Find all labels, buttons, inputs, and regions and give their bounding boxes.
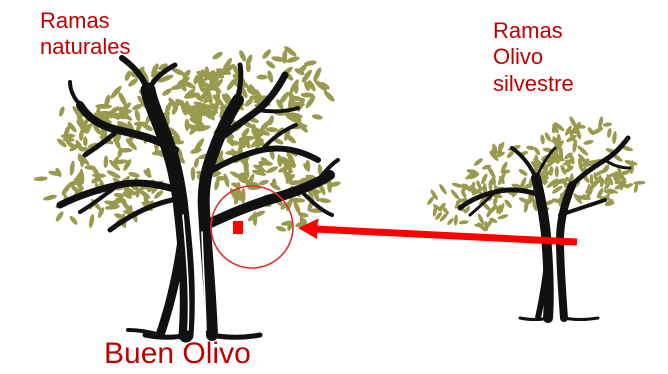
leaf [311,113,323,120]
leaf [265,165,279,175]
leaf [318,197,332,204]
leaf [34,176,48,182]
natural-branches-line-2: naturales [40,34,131,60]
leaf [583,139,594,146]
leaf [238,49,248,62]
wild-olive-branches-label: Ramas Olivo silvestre [493,18,574,97]
leaf [450,188,461,200]
leaf [69,160,76,176]
leaf [459,220,469,225]
leaf [54,210,65,222]
leaf [540,134,546,144]
leaf [487,166,497,179]
leaf [606,128,612,139]
leaf [83,136,88,146]
leaf [58,106,66,118]
leaf [134,109,142,122]
leaf [503,198,513,209]
leaf [603,122,612,127]
olive-tree-icon [34,45,342,338]
leaf [454,214,459,226]
natural-branches-label: Ramas naturales [40,8,131,61]
wild-branches-line-2: Olivo [493,44,574,70]
leaf [211,50,224,60]
leaf [473,157,484,167]
good-olive-label: Buen Olivo [104,336,251,372]
leaf [312,66,323,82]
leaf [275,225,286,232]
leaf [590,174,594,185]
leaf [123,191,138,196]
wild-branches-line-1: Ramas [493,18,574,44]
leaf [190,167,195,181]
leaf [68,215,78,226]
leaf [633,184,639,194]
leaf [518,168,529,177]
leaf [285,55,300,64]
wild-branches-line-3: silvestre [493,71,574,97]
leaf [88,214,95,229]
wild-olive-tree-icon [426,115,646,319]
leaf [43,194,58,202]
leaf [438,183,448,195]
graft-point-marker [233,221,243,234]
graft-arrow-icon [298,219,577,242]
leaf [446,217,455,226]
leaf [526,145,536,151]
leaf [277,154,283,167]
leaf [258,179,269,186]
leaf [261,48,273,60]
leaf [256,75,267,80]
leaf [103,155,108,168]
natural-branches-line-1: Ramas [40,8,131,34]
leaf [572,139,578,153]
leaf [322,89,336,103]
leaf [633,181,646,186]
leaf [612,131,618,144]
leaf [555,166,559,177]
leaf [265,59,277,70]
